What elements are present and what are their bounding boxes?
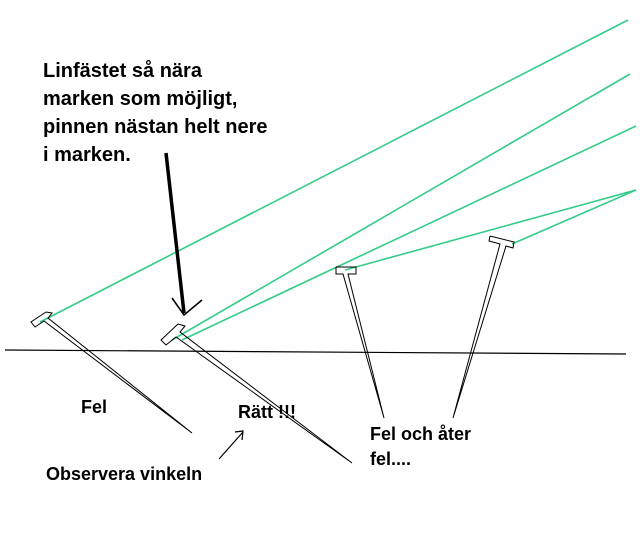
top-note-line-2: marken som möjligt, bbox=[43, 88, 238, 110]
tent-stake-wrong-1 bbox=[30, 311, 193, 434]
guy-line-5 bbox=[511, 189, 637, 245]
small-arrow bbox=[218, 430, 244, 460]
ground-line bbox=[4, 349, 627, 355]
label-fel: Fel bbox=[81, 397, 108, 417]
tent-stake-correct bbox=[160, 323, 353, 464]
label-observera: Observera vinkeln bbox=[46, 464, 203, 484]
label-ratt: Rätt !!! bbox=[238, 402, 296, 422]
top-note-line-1: Linfästet så nära bbox=[43, 60, 202, 82]
label-fel-och-ater-line-1: Fel och åter bbox=[370, 424, 472, 444]
tent-stake-wrong-3 bbox=[452, 235, 515, 419]
top-note: Linfästet så nära marken som möjligt, pi… bbox=[43, 57, 267, 169]
guy-line-3 bbox=[181, 125, 637, 341]
top-note-line-3: pinnen nästan helt nere bbox=[43, 116, 268, 138]
guy-line-2 bbox=[171, 73, 631, 341]
guy-line-4 bbox=[344, 189, 637, 271]
label-fel-och-ater-line-2: fel.... bbox=[370, 449, 412, 469]
pointer-arrow bbox=[164, 152, 203, 317]
label-fel-och-ater: Fel och åter fel.... bbox=[370, 422, 471, 472]
tent-stake-wrong-2 bbox=[335, 266, 385, 419]
top-note-line-4: i marken. bbox=[43, 144, 131, 166]
guy-line-1 bbox=[39, 19, 629, 323]
